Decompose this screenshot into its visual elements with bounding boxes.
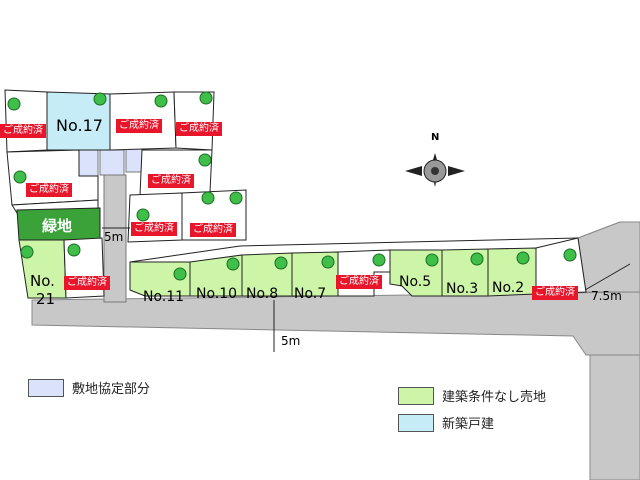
lot-label-8: No.8 <box>246 286 278 302</box>
sold-tag: ご成約済 <box>0 124 46 138</box>
lot-label-21-line2: 21 <box>36 290 55 308</box>
lot-label-3: No.3 <box>446 281 478 297</box>
lot-label-17: No.17 <box>56 116 103 135</box>
sold-tag: ご成約済 <box>148 174 194 188</box>
sold-tag: ご成約済 <box>336 275 382 289</box>
lot-label-2: No.2 <box>492 280 524 296</box>
sold-tag: ご成約済 <box>131 222 177 236</box>
sold-tag: ご成約済 <box>532 286 578 300</box>
main-road <box>31 291 640 356</box>
green-space-label: 緑地 <box>42 217 72 235</box>
lot-label-10: No.10 <box>196 286 237 302</box>
legend-label-land-for-sale: 建築条件なし売地 <box>442 390 547 405</box>
legend-label-new-house: 新築戸建 <box>442 417 495 432</box>
lot-label-21-line1: No. <box>30 272 55 290</box>
compass-label: N <box>431 132 439 143</box>
main-road-width: 5m <box>281 334 300 348</box>
legend-swatch-shared-site <box>28 378 64 397</box>
lot-label-7: No.7 <box>294 286 326 302</box>
sold-tag: ご成約済 <box>176 122 222 136</box>
sold-tag: ご成約済 <box>116 119 162 133</box>
legend-land-for-sale: 建築条件なし売地 <box>398 386 546 405</box>
east-road-width: 7.5m <box>591 289 622 303</box>
lot-label-11: No.11 <box>143 289 184 305</box>
legend-new-house: 新築戸建 <box>398 413 494 432</box>
lot-label-5: No.5 <box>399 274 431 290</box>
sold-tag: ご成約済 <box>190 223 236 237</box>
legend-label-shared-site: 敷地協定部分 <box>72 382 151 397</box>
sold-tag: ご成約済 <box>64 276 110 290</box>
legend-shared-site: 敷地協定部分 <box>28 378 150 397</box>
compass-icon <box>405 153 465 187</box>
legend-swatch-new-house <box>398 413 434 432</box>
branch-road-width: 5m <box>104 230 123 244</box>
legend-swatch-land-for-sale <box>398 386 434 405</box>
sold-tag: ご成約済 <box>26 183 72 197</box>
